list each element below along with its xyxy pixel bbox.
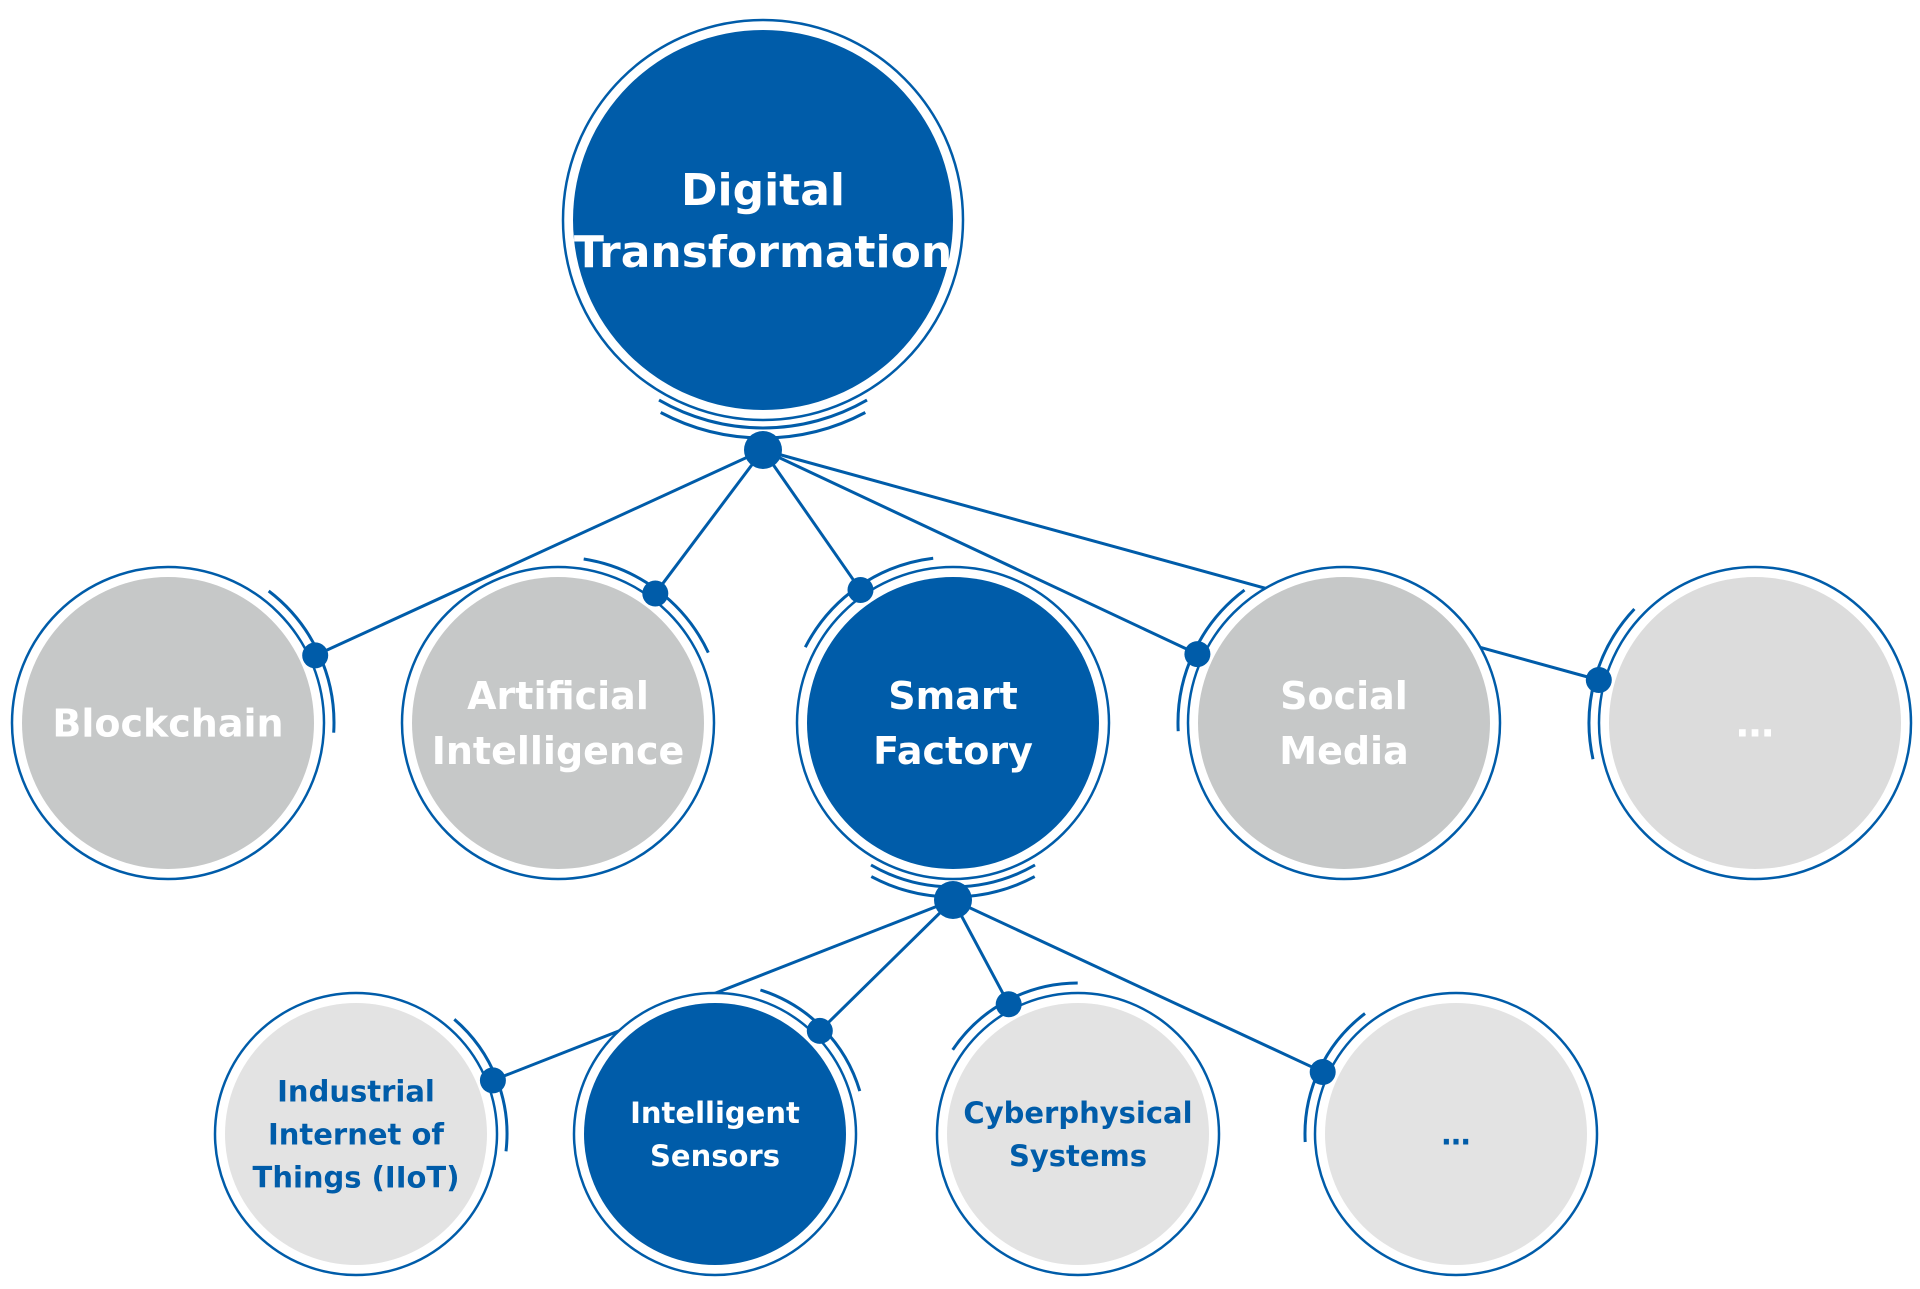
node-blockchain: Blockchain xyxy=(10,565,336,881)
node-disc xyxy=(573,30,953,410)
node-label-line: Media xyxy=(1279,729,1408,773)
connector-dot xyxy=(1585,667,1612,693)
node-label-line: Digital xyxy=(681,165,845,216)
connector-dot xyxy=(806,1017,833,1044)
node-label-line: Systems xyxy=(1009,1139,1147,1173)
hub-dot xyxy=(744,431,782,469)
connector-social_media xyxy=(762,448,1195,654)
node-disc xyxy=(1198,577,1490,869)
node-label-line: … xyxy=(1736,702,1774,746)
connector-dot xyxy=(995,991,1022,1018)
connector-dot xyxy=(642,580,669,607)
connector-dot xyxy=(302,642,329,669)
connector-dot xyxy=(847,577,874,603)
node-disc xyxy=(807,577,1099,869)
node-label-line: Transformation xyxy=(574,227,952,278)
node-more-level2: … xyxy=(1303,991,1599,1277)
node-label-line: … xyxy=(1442,1117,1471,1151)
connector-cps xyxy=(951,899,1009,1002)
node-more-level1: … xyxy=(1585,565,1913,881)
node-label-line: Industrial xyxy=(277,1074,435,1108)
node-disc xyxy=(412,577,704,869)
node-label-line: Cyberphysical xyxy=(963,1096,1192,1130)
connector-sensors xyxy=(821,898,955,1030)
node-label-line: Intelligence xyxy=(432,729,685,773)
node-label: Blockchain xyxy=(52,702,283,746)
node-disc xyxy=(947,1003,1209,1265)
node-label-line: Smart xyxy=(888,674,1018,718)
connector-lines xyxy=(318,448,1596,1081)
node-label: … xyxy=(1442,1117,1471,1151)
node-label-line: Social xyxy=(1280,674,1408,718)
connector-dot xyxy=(1184,641,1211,668)
node-label-line: Blockchain xyxy=(52,702,283,746)
connector-more_level2 xyxy=(952,898,1320,1072)
node-disc xyxy=(584,1003,846,1265)
node-label-line: Artificial xyxy=(467,674,649,718)
connector-smart_factory xyxy=(761,449,860,588)
hub-dot xyxy=(934,881,972,919)
hub-arc xyxy=(658,398,868,430)
node-label-line: Sensors xyxy=(650,1139,780,1173)
node-label: … xyxy=(1736,702,1774,746)
connector-ai xyxy=(656,449,765,592)
node-label-line: Internet of xyxy=(268,1117,444,1151)
node-label-line: Factory xyxy=(873,729,1033,773)
connector-dot xyxy=(1309,1059,1336,1085)
node-disc xyxy=(1609,577,1901,869)
connector-dot xyxy=(479,1067,506,1094)
connector-blockchain xyxy=(318,448,764,656)
node-label-line: Things (IIoT) xyxy=(253,1160,460,1194)
node-disc xyxy=(225,1003,487,1265)
node-disc xyxy=(1325,1003,1587,1265)
connector-iiot xyxy=(496,898,954,1081)
node-label-line: Intelligent xyxy=(630,1096,800,1130)
node-disc xyxy=(22,577,314,869)
